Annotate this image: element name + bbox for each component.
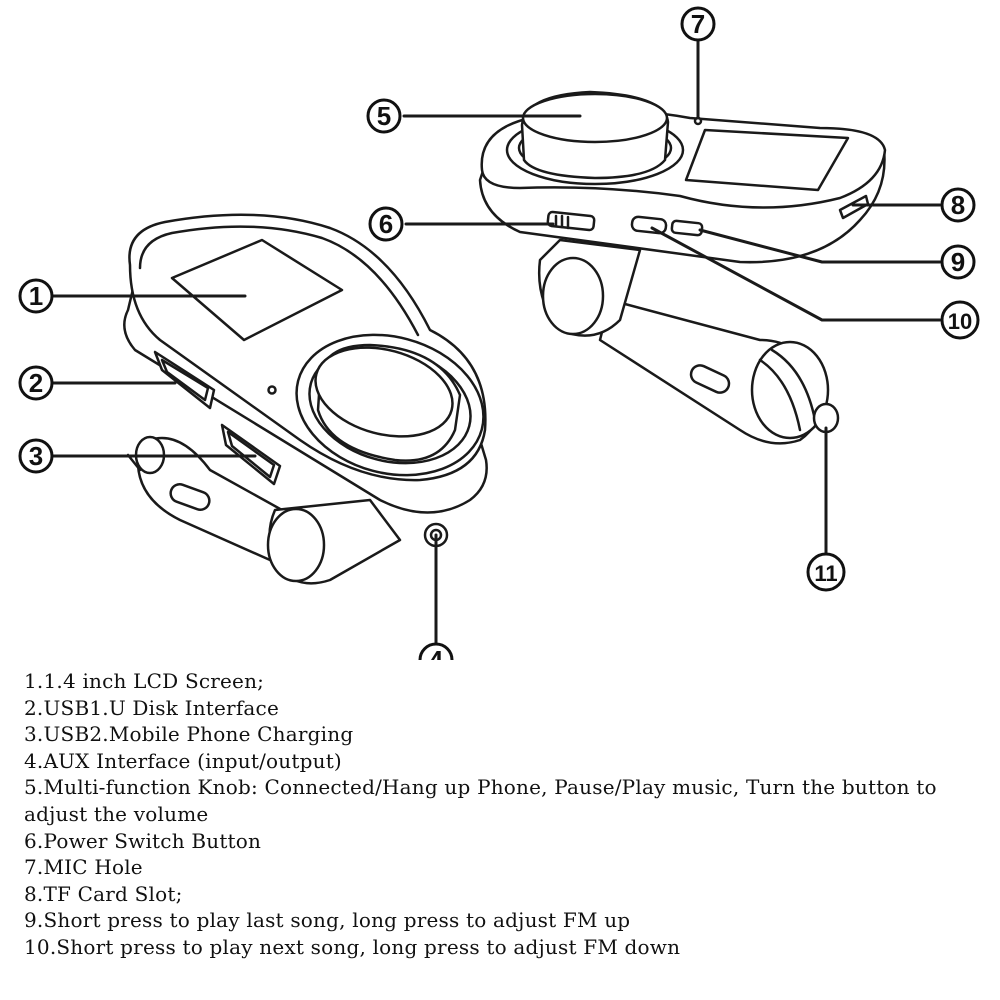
device-diagram: 1 2 3 4 5 6 7 8 [0, 0, 1000, 660]
callout-8: 8 [942, 189, 974, 221]
lcd-screen-left [172, 240, 342, 340]
callout-8-number: 8 [951, 190, 965, 220]
callout-6: 6 [370, 208, 402, 240]
callout-3-number: 3 [29, 441, 43, 471]
legend-item-6: 6.Power Switch Button [24, 828, 262, 853]
callout-1: 1 [20, 280, 52, 312]
device-front-view [124, 215, 499, 584]
callout-5-number: 5 [377, 101, 391, 131]
legend-item-7: 7.MIC Hole [24, 855, 143, 880]
callout-1-number: 1 [29, 281, 43, 311]
callout-4-number: 4 [429, 645, 444, 660]
legend-item-3: 3.USB2.Mobile Phone Charging [24, 722, 354, 747]
callout-markers: 1 2 3 4 5 6 7 8 [20, 8, 978, 660]
legend-item-2: 2.USB1.U Disk Interface [24, 695, 279, 720]
parts-legend: 1.1.4 inch LCD Screen; 2.USB1.U Disk Int… [24, 668, 984, 961]
callout-10-number: 10 [948, 309, 972, 334]
power-switch [547, 212, 594, 231]
legend-item-4: 4.AUX Interface (input/output) [24, 748, 342, 773]
callout-10: 10 [942, 302, 978, 338]
callout-9-number: 9 [951, 247, 965, 277]
legend-item-8: 8.TF Card Slot; [24, 881, 183, 906]
callout-3: 3 [20, 440, 52, 472]
callout-4: 4 [420, 644, 452, 660]
callout-2: 2 [20, 367, 52, 399]
callout-2-number: 2 [29, 368, 43, 398]
callout-11: 11 [808, 554, 844, 590]
legend-item-10: 10.Short press to play next song, long p… [24, 934, 681, 959]
callout-9: 9 [942, 246, 974, 278]
legend-item-9: 9.Short press to play last song, long pr… [24, 908, 631, 933]
legend-item-1: 1.1.4 inch LCD Screen; [24, 669, 265, 693]
lcd-screen-right [686, 130, 848, 190]
callout-6-number: 6 [379, 209, 393, 239]
callout-7-number: 7 [691, 9, 705, 39]
legend-item-5: 5.Multi-function Knob: Connected/Hang up… [24, 775, 937, 826]
callout-11-number: 11 [814, 561, 837, 586]
leader-lines [50, 40, 940, 660]
device-rear-view [480, 92, 885, 443]
callout-7: 7 [682, 8, 714, 40]
callout-5: 5 [368, 100, 400, 132]
